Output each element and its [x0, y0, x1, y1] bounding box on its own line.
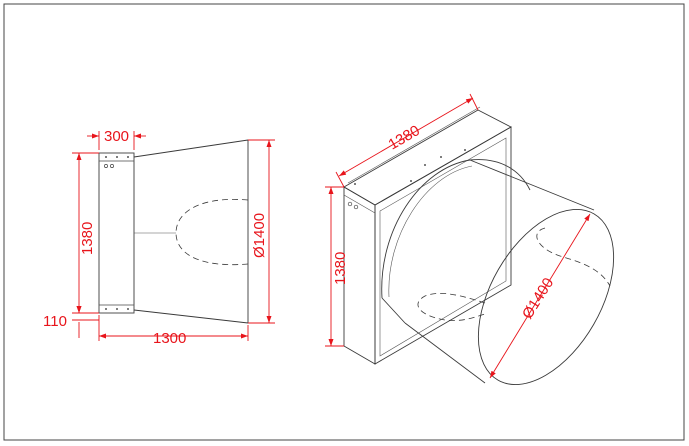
side-dim-diameter: Ø1400	[251, 213, 268, 258]
side-dim-depth: 300	[104, 128, 129, 145]
side-dim-flange: 110	[43, 313, 67, 330]
iso-box-panel	[374, 126, 512, 365]
iso-dim-diameter: Ø1400	[519, 275, 557, 322]
iso-dim-height: 1380	[332, 252, 349, 285]
iso-cylinder-base	[381, 159, 531, 299]
side-hidden-ellipse	[175, 198, 249, 266]
side-frame-box	[98, 152, 135, 314]
side-view: 300 1380 110 Ø1400 1300	[43, 128, 275, 347]
side-dim-length: 1300	[153, 330, 186, 347]
drawing-border	[3, 3, 685, 441]
iso-view: 1380 1380 Ø1400	[325, 93, 615, 386]
side-bottom-flange	[98, 304, 135, 314]
iso-dim-width: 1380	[386, 122, 423, 153]
side-dim-height: 1380	[79, 222, 96, 255]
